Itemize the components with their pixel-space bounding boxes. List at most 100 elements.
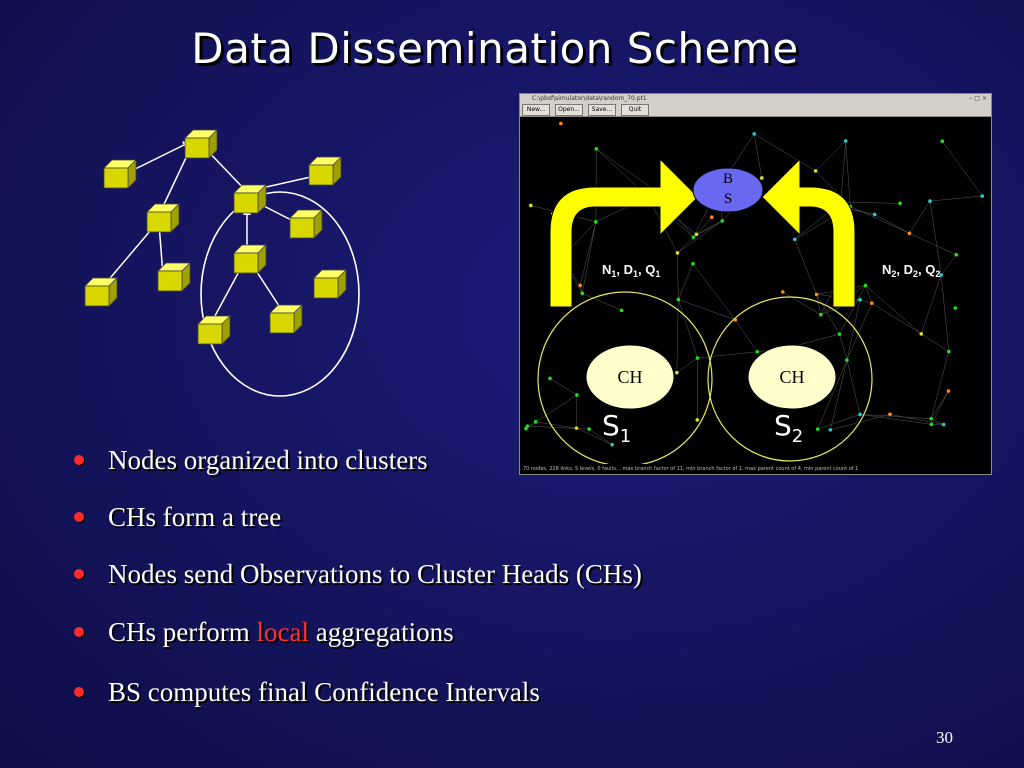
network-node bbox=[792, 237, 797, 242]
network-node bbox=[780, 290, 785, 294]
network-link bbox=[582, 221, 597, 294]
network-link bbox=[846, 299, 861, 361]
network-link bbox=[929, 201, 942, 276]
cluster-left-boundary bbox=[537, 291, 713, 464]
network-node bbox=[594, 220, 598, 224]
new-button[interactable]: New... bbox=[522, 104, 550, 116]
cluster-head-right-label: CH bbox=[779, 367, 804, 387]
cluster-right-boundary bbox=[707, 296, 873, 462]
base-station bbox=[692, 167, 764, 213]
network-node bbox=[815, 427, 820, 431]
network-link bbox=[909, 233, 957, 255]
network-node bbox=[929, 416, 933, 421]
bullet-suffix: aggregations bbox=[308, 617, 454, 647]
slide-title: Data Dissemination Scheme bbox=[191, 24, 799, 73]
bullet-highlight: local bbox=[256, 617, 309, 647]
network-link bbox=[930, 390, 949, 419]
network-node bbox=[694, 232, 699, 237]
network-node bbox=[939, 273, 943, 277]
window-controls[interactable]: –□× bbox=[969, 95, 989, 102]
network-node bbox=[858, 298, 862, 302]
simulator-status-bar: 70 nodes, 228 links, 5 levels, 0 faults,… bbox=[520, 464, 991, 474]
network-node bbox=[907, 231, 912, 236]
network-node bbox=[828, 428, 833, 432]
network-link bbox=[579, 221, 597, 286]
network-node bbox=[980, 194, 985, 198]
network-link bbox=[830, 360, 848, 430]
bullet-dot-icon bbox=[74, 627, 84, 637]
network-link bbox=[929, 195, 983, 202]
node-cube-icon bbox=[233, 184, 267, 214]
set-left-label: S1 bbox=[602, 409, 631, 447]
window-titlebar: C:\pbsf\simulator\data\random_70.pt1 –□× bbox=[520, 94, 991, 103]
network-link bbox=[816, 294, 840, 335]
network-node bbox=[675, 370, 679, 375]
left-cluster-info: N1, D1, Q1 bbox=[602, 262, 660, 279]
bullet-text: Nodes organized into clusters bbox=[108, 445, 428, 475]
network-node bbox=[578, 283, 583, 288]
network-node bbox=[954, 252, 959, 257]
network-link bbox=[754, 133, 816, 172]
open-button[interactable]: Open... bbox=[555, 104, 583, 116]
bullet-dot-icon bbox=[74, 512, 84, 522]
network-link bbox=[677, 220, 723, 254]
network-link bbox=[735, 319, 758, 352]
node-cube-icon bbox=[157, 262, 191, 292]
bullet-dot-icon bbox=[74, 687, 84, 697]
network-link bbox=[859, 414, 932, 419]
network-link bbox=[850, 206, 910, 234]
network-link bbox=[889, 414, 944, 425]
network-node bbox=[525, 424, 530, 428]
network-node bbox=[870, 301, 874, 306]
network-node bbox=[691, 261, 695, 266]
quit-button[interactable]: Quit bbox=[621, 104, 649, 116]
network-node bbox=[819, 312, 823, 317]
network-node bbox=[760, 176, 764, 180]
node-cube-icon bbox=[103, 159, 137, 189]
network-node bbox=[858, 412, 862, 417]
network-node bbox=[574, 426, 579, 430]
network-link bbox=[678, 299, 698, 359]
node-cube-icon bbox=[269, 304, 303, 334]
save-button[interactable]: Save... bbox=[588, 104, 616, 116]
network-node bbox=[580, 291, 585, 296]
network-node bbox=[919, 332, 924, 336]
network-link bbox=[931, 418, 944, 425]
network-node bbox=[898, 201, 902, 206]
network-link bbox=[846, 360, 861, 415]
cluster-tree-figure bbox=[84, 129, 360, 397]
network-node bbox=[529, 203, 533, 208]
network-node bbox=[888, 412, 892, 417]
network-node bbox=[709, 215, 714, 219]
network-link bbox=[871, 303, 922, 335]
network-node bbox=[755, 349, 760, 354]
cluster-boundary bbox=[200, 191, 360, 397]
network-node bbox=[845, 358, 849, 362]
network-node bbox=[587, 427, 591, 431]
node-cube-icon bbox=[289, 209, 323, 239]
bullet-item: Nodes organized into clusters bbox=[68, 445, 828, 475]
network-link bbox=[931, 390, 949, 425]
bullet-dot-icon bbox=[74, 455, 84, 465]
base-station-label-s: S bbox=[724, 191, 732, 207]
bullet-item: CHs form a tree bbox=[68, 502, 828, 532]
network-link bbox=[921, 274, 942, 334]
network-node bbox=[675, 251, 680, 255]
network-node bbox=[843, 139, 848, 143]
network-link bbox=[588, 428, 613, 445]
network-node bbox=[610, 442, 614, 447]
network-link bbox=[845, 140, 851, 207]
network-link bbox=[582, 293, 622, 311]
network-node bbox=[752, 132, 756, 136]
right-yellow-arrow bbox=[761, 157, 856, 308]
network-node bbox=[548, 376, 552, 381]
network-link bbox=[697, 351, 758, 359]
bullet-item: Nodes send Observations to Cluster Heads… bbox=[68, 559, 828, 589]
node-cube-icon bbox=[197, 315, 231, 345]
network-link bbox=[839, 334, 848, 361]
network-node bbox=[619, 308, 624, 313]
network-link bbox=[840, 140, 846, 203]
network-link bbox=[527, 425, 590, 430]
node-cube-icon bbox=[233, 244, 267, 274]
network-link bbox=[846, 303, 873, 361]
